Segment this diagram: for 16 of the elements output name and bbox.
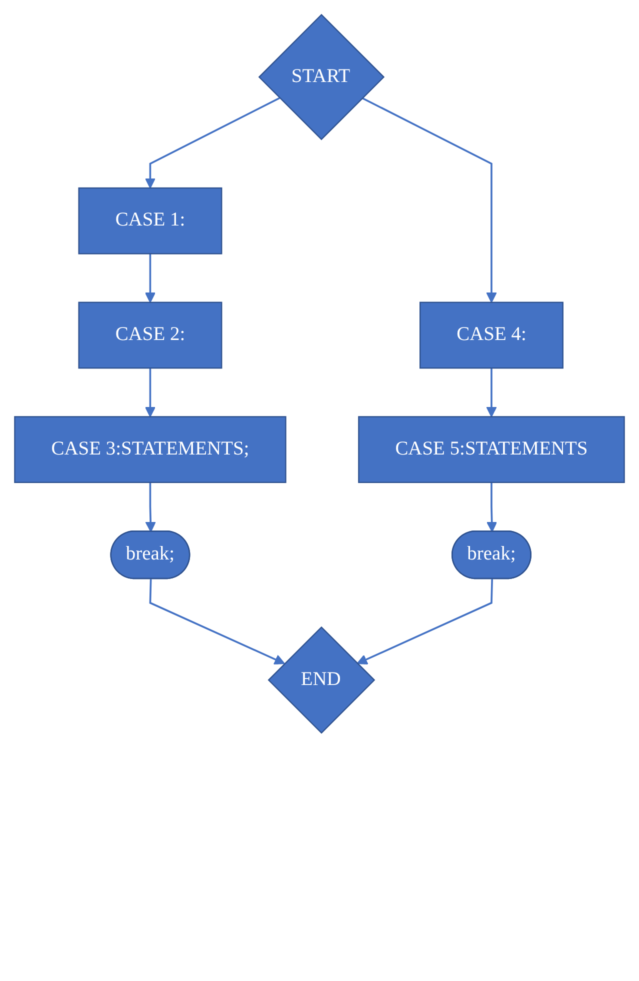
node-box: CASE 5:STATEMENTS [358, 416, 625, 484]
arrow [144, 368, 156, 418]
node-box: CASE 3:STATEMENTS; [14, 416, 286, 484]
node-diamond: END [268, 626, 376, 734]
arrow [486, 482, 498, 532]
node-diamond: START [258, 14, 385, 140]
node-box: CASE 4: [420, 302, 564, 369]
node-box: CASE 1: [78, 187, 222, 254]
node-box: CASE 2: [78, 302, 222, 369]
arrow [362, 97, 497, 303]
arrow [356, 579, 493, 664]
arrow [149, 579, 285, 664]
arrow [144, 97, 280, 188]
arrow [145, 482, 156, 532]
arrow [486, 368, 497, 418]
arrow [144, 254, 156, 303]
